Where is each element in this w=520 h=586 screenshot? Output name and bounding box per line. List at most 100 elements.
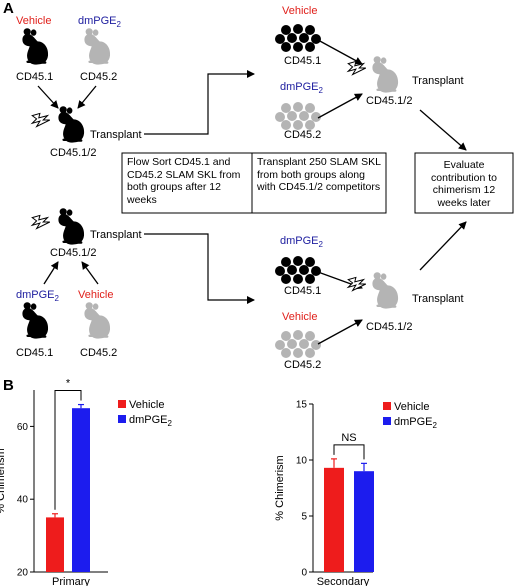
cell-dot xyxy=(275,266,285,276)
bl-transplant-label: Transplant xyxy=(90,229,142,241)
panel-b-letter: B xyxy=(3,377,14,394)
legend-swatch xyxy=(383,417,391,425)
y-tick-label: 20 xyxy=(17,568,29,579)
panel-a-letter: A xyxy=(3,0,14,17)
x-axis-label: Secondary xyxy=(317,576,370,586)
tl-black-mouse-icon xyxy=(22,28,52,65)
cell-dot xyxy=(287,111,297,121)
br-recipient-mouse-icon xyxy=(372,272,402,309)
y-axis-label: % Chimerism xyxy=(0,448,7,513)
y-tick-label: 0 xyxy=(301,568,307,579)
legend-label: Vehicle xyxy=(129,399,164,411)
bl-cd451-label: CD45.1 xyxy=(16,347,53,359)
tr-irradiation-icon xyxy=(347,60,367,76)
cell-dot xyxy=(311,340,321,350)
tl-dmpge2-label: dmPGE2 xyxy=(78,15,122,29)
bl-recipient-label: CD45.1/2 xyxy=(50,247,96,259)
cell-dot xyxy=(311,266,321,276)
cell-dot xyxy=(305,274,315,284)
br-dmpge2-label: dmPGE2 xyxy=(280,235,324,249)
tr-transplant-label: Transplant xyxy=(412,75,464,87)
cell-dot xyxy=(305,103,315,113)
cell-dot xyxy=(275,112,285,122)
bl-vehicle-label: Vehicle xyxy=(78,289,113,301)
significance-label: NS xyxy=(341,432,356,444)
tl-recipient-label: CD45.1/2 xyxy=(50,147,96,159)
y-tick-label: 15 xyxy=(296,400,308,411)
tl-vehicle-label: Vehicle xyxy=(16,15,51,27)
tr-recipient-mouse-icon xyxy=(372,56,402,93)
cell-dot xyxy=(293,102,303,112)
y-tick-label: 10 xyxy=(296,456,308,467)
tr-vehicle-label: Vehicle xyxy=(282,5,317,17)
cell-dot xyxy=(305,25,315,35)
legend-label: dmPGE2 xyxy=(394,416,438,430)
cell-dot xyxy=(299,33,309,43)
cell-dot xyxy=(293,24,303,34)
cell-dot xyxy=(287,265,297,275)
cell-dot xyxy=(305,257,315,267)
tr-dmpge2-label: dmPGE2 xyxy=(280,81,324,95)
y-axis-label: % Chimerism xyxy=(274,455,286,520)
tr-black-cells-icon xyxy=(275,24,321,52)
br-cd452-label: CD45.2 xyxy=(284,359,321,371)
evaluate-box: Evaluate contribution to chimerism 12 we… xyxy=(431,159,497,209)
tr-grey-cells-icon xyxy=(275,102,321,130)
cell-dot xyxy=(299,111,309,121)
x-axis-label: Primary xyxy=(52,576,90,586)
significance-label: * xyxy=(66,378,71,390)
br-grey-cells-icon xyxy=(275,330,321,358)
tl-transplant-label: Transplant xyxy=(90,129,142,141)
cell-dot xyxy=(305,42,315,52)
bar-dmpge2 xyxy=(72,408,90,572)
tl-cd451-label: CD45.1 xyxy=(16,71,53,83)
bl-cd452-label: CD45.2 xyxy=(80,347,117,359)
y-tick-label: 60 xyxy=(17,422,29,433)
cell-dot xyxy=(281,103,291,113)
cell-dot xyxy=(293,120,303,130)
bar-vehicle xyxy=(46,517,64,572)
cell-dot xyxy=(287,339,297,349)
flow-sort-box: Flow Sort CD45.1 and CD45.2 SLAM SKL fro… xyxy=(127,156,241,206)
significance-bracket xyxy=(333,444,365,460)
cell-dot xyxy=(311,112,321,122)
cell-dot xyxy=(305,120,315,130)
cell-dot xyxy=(281,274,291,284)
bl-black-mouse-icon xyxy=(22,302,52,339)
cell-dot xyxy=(281,257,291,267)
y-tick-label: 40 xyxy=(17,495,29,506)
cell-dot xyxy=(293,274,303,284)
legend-label: Vehicle xyxy=(394,401,429,413)
br-recipient-label: CD45.1/2 xyxy=(366,321,412,333)
tl-irradiation-icon xyxy=(31,112,51,128)
legend-label: dmPGE2 xyxy=(129,414,173,428)
br-transplant-label: Transplant xyxy=(412,293,464,305)
cell-dot xyxy=(275,34,285,44)
significance-bracket xyxy=(54,390,82,510)
br-irradiation-icon xyxy=(347,276,367,292)
tr-cd451-label: CD45.1 xyxy=(284,55,321,67)
br-vehicle-label: Vehicle xyxy=(282,311,317,323)
bar-vehicle xyxy=(324,467,344,572)
cell-dot xyxy=(275,340,285,350)
cell-dot xyxy=(305,331,315,341)
cell-dot xyxy=(281,120,291,130)
legend-swatch xyxy=(118,415,126,423)
legend-swatch xyxy=(383,402,391,410)
cell-dot xyxy=(299,339,309,349)
tr-cd452-label: CD45.2 xyxy=(284,129,321,141)
cell-dot xyxy=(299,265,309,275)
bl-recipient-mouse-icon xyxy=(58,208,88,245)
tl-recipient-mouse-icon xyxy=(58,106,88,143)
tl-grey-mouse-icon xyxy=(84,28,114,65)
transplant-slam-box: Transplant 250 SLAM SKL from both groups… xyxy=(257,156,381,193)
cell-dot xyxy=(305,348,315,358)
bl-irradiation-icon xyxy=(31,214,51,230)
br-black-cells-icon xyxy=(275,256,321,284)
cell-dot xyxy=(281,348,291,358)
cell-dot xyxy=(281,331,291,341)
cell-dot xyxy=(311,34,321,44)
